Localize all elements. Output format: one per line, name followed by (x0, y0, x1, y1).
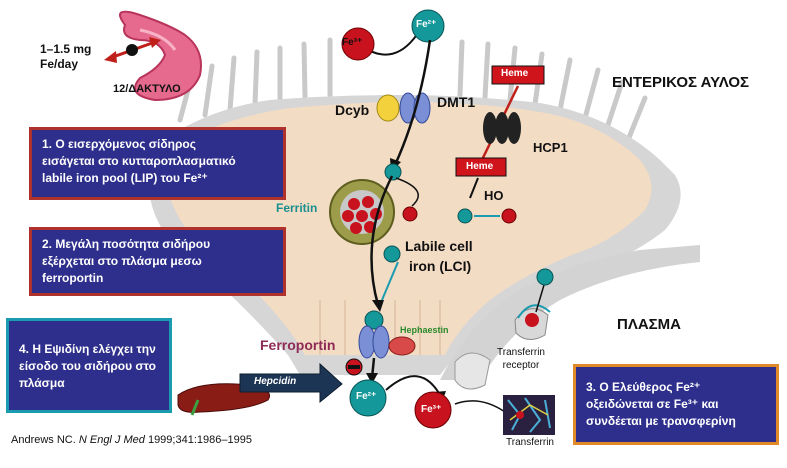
fe3-lumen-label: Fe³⁺ (342, 37, 363, 48)
dmt1-label: DMT1 (437, 94, 476, 110)
ferroportin-right (372, 325, 390, 359)
lip-to-ferroportin-arrow (370, 175, 394, 306)
lumen-label: ΕΝΤΕΡΙΚΟΣ ΑΥΛΟΣ (612, 74, 749, 91)
fe2-lumen (411, 9, 445, 43)
fe2-ferroportin (364, 310, 384, 330)
oxidation-arrow (385, 375, 441, 396)
hephaestin-protein (388, 336, 416, 356)
transferrin-receptor-label: Transferrin receptor (497, 347, 545, 371)
ferritin-shell (329, 179, 395, 245)
fe3-from-heme (501, 208, 517, 224)
fe2-plasma (349, 379, 387, 417)
lci-label: Labile cell iron (LCI) (405, 238, 473, 274)
dcyb-protein (376, 94, 400, 122)
enterocyte-cell (164, 102, 652, 355)
citation: Andrews NC. N Engl J Med 1999;341:1986–1… (11, 434, 252, 446)
step-3-box: 3. Ο Ελεύθερος Fe²⁺οξειδώνεται σε Fe³⁺ κ… (573, 364, 779, 445)
hepcidin-arrow (239, 362, 343, 404)
fe2-to-fe3-arrow (395, 177, 419, 207)
fe3-plasma-label: Fe³⁺ (421, 404, 442, 415)
brush-border-villi (177, 37, 648, 143)
transferrin-molecule (503, 395, 555, 435)
fe2-plasma-label: Fe²⁺ (356, 391, 377, 402)
plasma-label: ΠΛΑΣΜΑ (617, 316, 681, 333)
hephaestin-label: Hephaestin (400, 325, 449, 335)
heme-lumen-box (491, 65, 545, 85)
fe2-cytoplasm (384, 163, 402, 181)
ho-label: HO (484, 188, 504, 203)
fe2-lumen-label: Fe²⁺ (416, 19, 437, 30)
duodenum-label: 12/ΔΑΚΤΥΛΟ (113, 83, 181, 95)
fe3-lumen (341, 27, 375, 61)
transferrin-receptor (454, 268, 554, 390)
duodenum-arrow (104, 37, 161, 63)
transferrin-label: Transferrin (506, 437, 554, 448)
fe3-plasma (414, 391, 452, 429)
ferroportin-label: Ferroportin (260, 337, 336, 353)
lci-export-arrow (381, 261, 399, 301)
fe2-lci (383, 245, 401, 263)
heme-to-ho-arrow (469, 177, 479, 199)
fe2-from-heme (457, 208, 473, 224)
hepcidin-label: Hepcidin (254, 376, 297, 387)
heme-lumen-label: Heme (501, 68, 529, 79)
dmt1-uptake-arrow (393, 39, 432, 166)
heme-cell-label: Heme (466, 161, 494, 172)
fe3-to-transferrin-arrow (454, 400, 506, 413)
heme-cell-box (455, 157, 507, 177)
hcp1-transporter (483, 112, 521, 144)
ferritin-label: Ferritin (276, 201, 318, 215)
fe3-lci (402, 206, 418, 222)
dcyb-label: Dcyb (335, 102, 370, 118)
hcp1-label: HCP1 (533, 140, 568, 155)
